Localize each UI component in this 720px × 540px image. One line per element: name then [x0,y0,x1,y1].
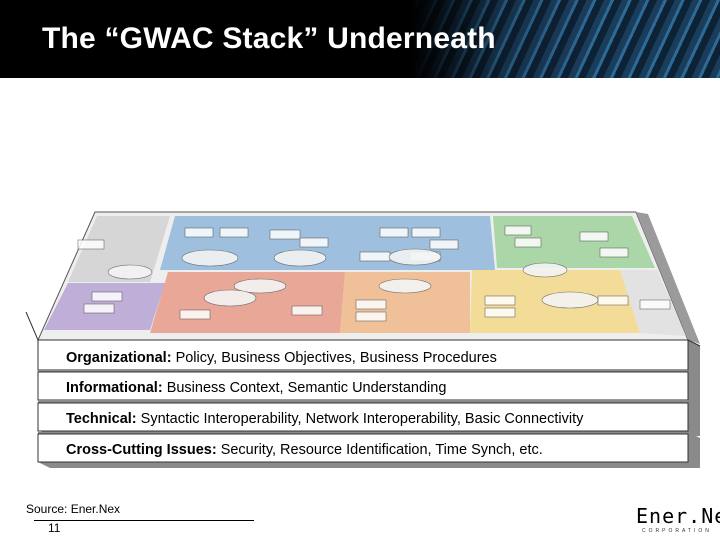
logo-wordmark: Ener.Nex [636,504,720,528]
layer-bars [25,311,701,468]
logo-subtext: CORPORATION [642,528,712,534]
smart-grid-conceptual-model [37,211,700,344]
footer-divider [34,520,254,521]
title-bar: The “GWAC Stack” Underneath [0,0,720,78]
layer-organizational: Organizational: Policy, Business Objecti… [66,350,497,366]
slide-title: The “GWAC Stack” Underneath [42,22,496,55]
layer-technical: Technical: Syntactic Interoperability, N… [66,411,584,427]
markets-region [68,216,170,282]
layer-cross-cutting: Cross-Cutting Issues: Security, Resource… [66,442,543,458]
page-number: 11 [48,521,61,535]
header-graphic [410,0,720,78]
enernex-logo: Ener.Nex CORPORATION [636,504,720,536]
layer-informational: Informational: Business Context, Semanti… [66,380,447,396]
source-note: Source: Ener.Nex [26,502,121,516]
